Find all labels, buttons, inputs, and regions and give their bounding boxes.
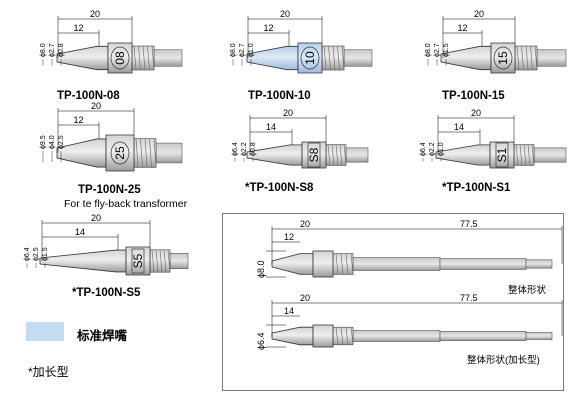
panel-bottom-dims-total: 77.5 <box>460 293 478 303</box>
tip-thread-p08 <box>131 45 155 71</box>
dim-len-p10: 20 <box>280 9 290 19</box>
panel-top-dims-diam: ϕ8.0 <box>256 260 266 278</box>
dim-diam-p15-0: ϕ8.0 <box>425 43 432 57</box>
dim-len-p15: 20 <box>474 9 484 19</box>
tip-mark-ps8: S8 <box>307 147 321 162</box>
dim-body-p08: 12 <box>74 23 84 33</box>
tip-shaft-ps5 <box>169 253 189 270</box>
tip-shaft-p08 <box>153 49 183 67</box>
tip-shaft-p25 <box>155 142 183 164</box>
dim-diam-p15-2: ϕ1.5 <box>443 43 450 57</box>
panel-top-dims-total: 77.5 <box>460 219 478 229</box>
panel-top-dims: 20 77.5 12 ϕ8.0 <box>256 219 563 278</box>
tip-mark-p25: 25 <box>113 146 127 160</box>
dim-diam-ps8-2: ϕ0.8 <box>250 142 257 156</box>
tip-mark-p10: 10 <box>303 51 317 65</box>
tip-nut-p15 <box>490 42 516 74</box>
tip-shaft-ps8 <box>345 147 369 163</box>
tip-thread-p10 <box>321 45 345 71</box>
panel-top-tip <box>271 250 553 278</box>
dim-body-ps1: 14 <box>454 122 464 132</box>
panel-bottom-caption: 整体形状(加长型) <box>467 355 540 366</box>
tip-name-p25: TP-100N-25 <box>78 184 141 196</box>
legend-star-note: *加长型 <box>28 365 69 379</box>
dim-diam-ps5-1: ϕ2.5 <box>33 247 40 261</box>
dim-diam-p08-0: ϕ8.0 <box>40 43 47 57</box>
dim-len-ps1: 20 <box>471 108 481 118</box>
panel-bottom-dims: 20 77.5 14 ϕ6.4 <box>256 293 563 350</box>
dim-diam-p10-0: ϕ8.0 <box>230 43 237 57</box>
tip-name-ps1: *TP-100N-S1 <box>442 182 511 194</box>
tip-thread-p15 <box>514 45 538 71</box>
dim-len-ps5: 20 <box>91 213 101 223</box>
dim-diam-p10-1: ϕ2.7 <box>239 43 246 57</box>
dim-len-p08: 20 <box>90 9 100 19</box>
tip-thread-ps1 <box>513 144 535 166</box>
overall-shape-panel <box>222 213 564 391</box>
tip-mark-ps5: S5 <box>131 253 145 268</box>
tip-name-p08: TP-100N-08 <box>57 90 120 102</box>
dim-diam-p25-0: ϕ9.5 <box>40 135 47 149</box>
dim-diam-p25-2: ϕ2.5 <box>58 135 65 149</box>
legend-swatch <box>26 322 64 341</box>
tip-name-p15: TP-100N-15 <box>442 90 505 102</box>
dim-diam-p08-1: ϕ2.7 <box>49 43 56 57</box>
tip-shaft-p10 <box>343 49 373 67</box>
tip-nut-p25 <box>105 134 135 172</box>
tip-name-ps5: *TP-100N-S5 <box>72 287 141 299</box>
dim-body-p15: 12 <box>458 23 468 33</box>
dim-body-p25: 12 <box>74 115 84 125</box>
tip-name-ps8: *TP-100N-S8 <box>245 182 314 194</box>
tip-mark-p08: 08 <box>113 51 127 65</box>
dim-diam-p08-2: ϕ0.8 <box>58 43 65 57</box>
panel-bottom-dims-body: 14 <box>284 306 294 316</box>
tip-nut-p10 <box>297 42 323 74</box>
dim-diam-p25-1: ϕ4.0 <box>49 135 56 149</box>
dim-diam-p15-1: ϕ2.7 <box>434 43 441 57</box>
dim-body-ps5: 14 <box>75 227 85 237</box>
dim-diam-ps5-2: ϕ1.5 <box>42 247 49 261</box>
dim-diam-ps8-0: ϕ6.4 <box>232 142 239 156</box>
tip-note-p25: For te fly-back transformer <box>64 198 188 210</box>
tip-shaft-p15 <box>536 49 567 67</box>
panel-bottom-tip <box>271 324 553 348</box>
tip-thread-p25 <box>133 138 157 168</box>
dim-diam-p10-2: ϕ1.0 <box>248 43 255 57</box>
dim-diam-ps5-0: ϕ6.4 <box>24 247 31 261</box>
dim-len-ps8: 20 <box>283 108 293 118</box>
dim-diam-ps8-1: ϕ2.2 <box>241 142 248 156</box>
tip-thread-ps8 <box>325 144 347 166</box>
legend-label: 标准焊嘴 <box>77 329 128 343</box>
panel-bottom-dims-diam: ϕ6.4 <box>256 332 266 350</box>
tip-nut-p08 <box>107 42 133 74</box>
panel-top-dims-body: 12 <box>284 232 294 242</box>
dim-body-p10: 12 <box>264 23 274 33</box>
tip-shaft-ps1 <box>533 147 567 163</box>
tip-name-p10: TP-100N-10 <box>248 90 311 102</box>
tip-mark-ps1: S1 <box>495 147 509 162</box>
tip-cone-ps5 <box>39 249 127 273</box>
tip-thread-ps5 <box>149 249 171 273</box>
panel-top-dims-len: 20 <box>300 219 310 229</box>
panel-top-caption: 整体形状 <box>508 285 547 296</box>
dim-diam-ps1-2: ϕ1.0 <box>438 142 445 156</box>
dim-body-ps8: 14 <box>266 122 276 132</box>
tip-mark-p15: 15 <box>496 51 510 65</box>
panel-bottom-dims-len: 20 <box>300 293 310 303</box>
dim-len-p25: 20 <box>91 101 101 111</box>
dim-diam-ps1-1: ϕ2.2 <box>429 142 436 156</box>
dim-diam-ps1-0: ϕ6.4 <box>420 142 427 156</box>
